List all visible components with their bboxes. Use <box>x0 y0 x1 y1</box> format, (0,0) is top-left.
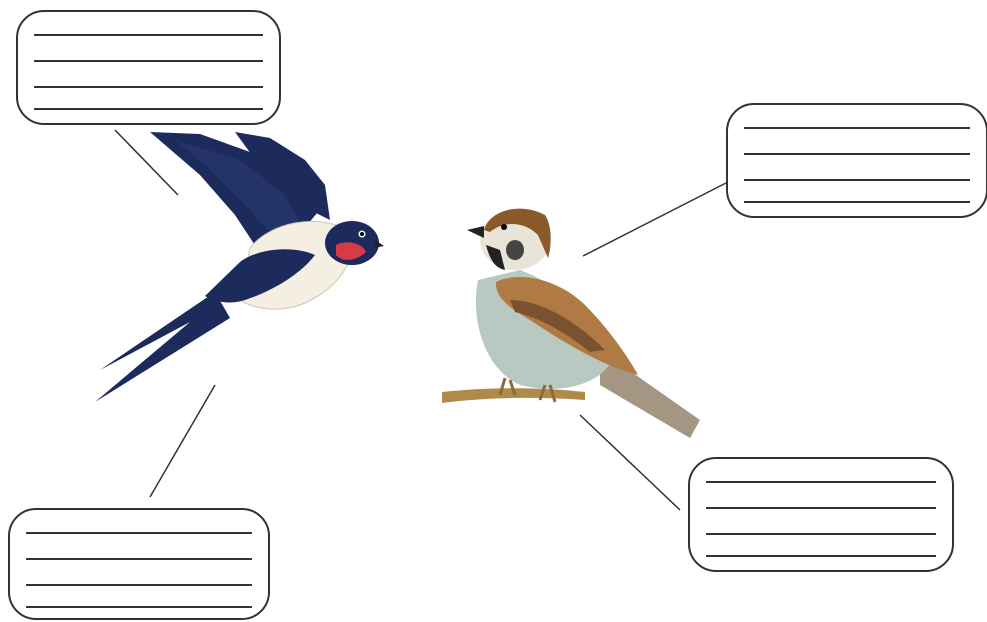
sparrow-feet <box>498 377 557 403</box>
label-box-swallow-top[interactable] <box>16 10 281 125</box>
writing-line <box>26 606 252 608</box>
label-box-sparrow-top[interactable] <box>726 103 987 218</box>
writing-line <box>26 584 252 586</box>
swallow-tail <box>95 292 230 402</box>
writing-line <box>744 153 970 155</box>
writing-line <box>34 86 263 88</box>
writing-line <box>744 179 970 181</box>
connector-swallow-bottom <box>149 384 216 498</box>
writing-line <box>706 507 936 509</box>
writing-line <box>744 127 970 129</box>
sparrow-beak <box>467 226 484 238</box>
sparrow-bib <box>486 245 505 270</box>
writing-line <box>706 555 936 557</box>
swallow-throat <box>336 242 366 260</box>
writing-line <box>26 532 252 534</box>
sparrow-cap <box>484 208 551 258</box>
connector-swallow-top <box>114 129 179 196</box>
swallow-beak <box>374 240 384 248</box>
writing-line <box>706 533 936 535</box>
writing-line <box>744 201 970 203</box>
sparrow-tail <box>600 350 700 438</box>
connector-sparrow-top <box>582 182 727 257</box>
label-box-sparrow-bottom[interactable] <box>688 457 954 572</box>
writing-line <box>26 558 252 560</box>
connector-sparrow-bottom <box>579 414 681 511</box>
writing-line <box>34 108 263 110</box>
writing-line <box>34 60 263 62</box>
writing-line <box>706 481 936 483</box>
label-box-swallow-bottom[interactable] <box>8 508 270 620</box>
writing-line <box>34 34 263 36</box>
branch <box>442 388 585 403</box>
